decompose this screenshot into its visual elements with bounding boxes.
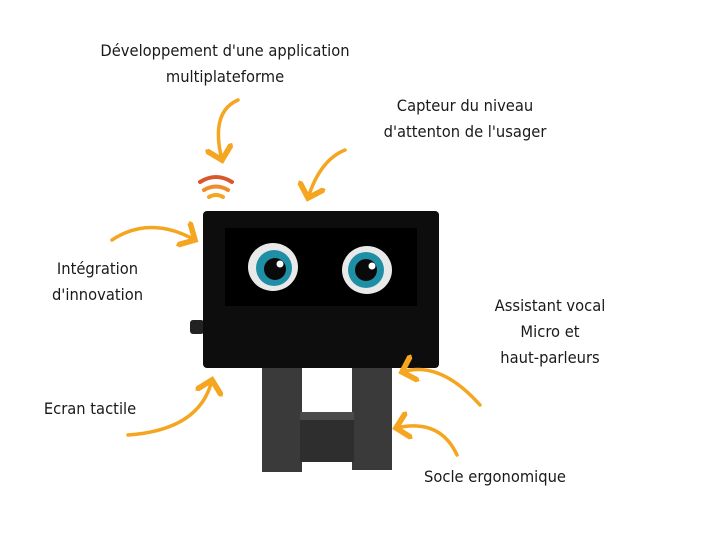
label-line: multiplateforme — [165, 67, 285, 86]
label-app: Développement d'une application multipla… — [92, 38, 359, 90]
label-line: Micro et — [520, 322, 580, 341]
ergonomic-stand — [262, 360, 392, 472]
label-base: Socle ergonomique — [412, 464, 578, 490]
wifi-icon — [198, 175, 234, 199]
arrows — [110, 98, 482, 457]
arrow-innovation — [110, 228, 195, 241]
arrow-touch — [126, 380, 212, 437]
label-line: Intégration — [56, 259, 139, 278]
label-sensor: Capteur du niveau d'attenton de l'usager — [382, 93, 548, 145]
label-line: d'innovation — [51, 285, 144, 304]
label-line: Socle ergonomique — [424, 467, 566, 486]
label-line: Capteur du niveau — [396, 96, 534, 115]
arrow-sensor — [308, 148, 347, 198]
label-line: Développement d'une application — [100, 41, 350, 60]
left-eye — [248, 243, 298, 291]
right-eye — [342, 246, 392, 294]
arrow-app — [218, 98, 240, 160]
label-line: d'attenton de l'usager — [383, 122, 547, 141]
label-touch: Ecran tactile — [35, 396, 145, 422]
arrow-base — [396, 426, 459, 457]
label-innovation: Intégration d'innovation — [45, 256, 151, 308]
label-line: Ecran tactile — [43, 399, 137, 418]
touch-screen-device — [190, 211, 439, 368]
label-voice: Assistant vocal Micro et haut-parleurs — [486, 293, 615, 371]
label-line: Assistant vocal — [494, 296, 606, 315]
arrow-voice — [402, 369, 482, 407]
label-line: haut-parleurs — [500, 348, 600, 367]
